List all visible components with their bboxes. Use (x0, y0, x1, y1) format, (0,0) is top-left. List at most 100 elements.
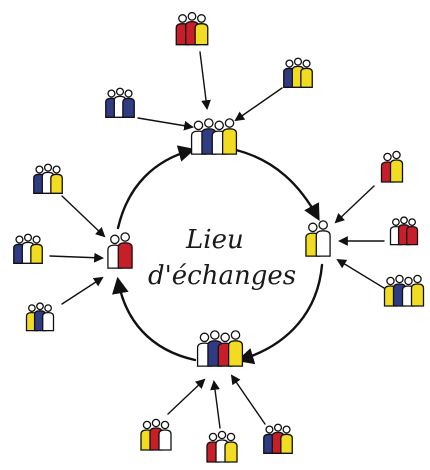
person-head (28, 304, 36, 312)
person-head (43, 163, 53, 172)
person-head (120, 232, 130, 242)
person-head (151, 418, 161, 428)
person-body (315, 230, 331, 257)
spoke-right-3 (336, 258, 385, 289)
satellite-group-top (175, 11, 209, 46)
ring-arc-right-bottom (236, 263, 324, 365)
person-head (392, 218, 400, 226)
hub-group-right (305, 220, 331, 257)
person-body (194, 23, 209, 46)
hub-group-left (107, 232, 133, 269)
person-body (227, 340, 244, 367)
person-head (400, 216, 408, 225)
spoke-top-1 (199, 51, 211, 110)
person-head (408, 218, 416, 226)
person-head (217, 430, 227, 440)
person-body (389, 159, 404, 183)
person-head (52, 165, 61, 174)
person-head (44, 304, 52, 312)
person-head (193, 120, 204, 131)
satellite-group-bottom (206, 430, 238, 463)
person-head (197, 14, 206, 23)
spoke-left-1 (61, 195, 106, 238)
ring-arc-top-right (234, 148, 320, 221)
person-body (300, 67, 313, 88)
person-head (302, 59, 311, 68)
ring-arc-left-top (116, 145, 196, 230)
person-body (410, 283, 425, 307)
satellite-group-left (13, 233, 43, 264)
person-head (395, 274, 404, 284)
satellite-group-left (33, 163, 63, 194)
person-head (273, 423, 283, 432)
person-head (318, 220, 328, 230)
person-head (404, 276, 413, 286)
satellite-group-right (380, 150, 404, 183)
person-body (158, 429, 172, 451)
person-head (187, 11, 197, 21)
satellite-group-right (383, 274, 425, 307)
person-head (383, 152, 392, 162)
person-head (265, 425, 274, 434)
person-head (208, 432, 218, 442)
person-head (214, 120, 224, 131)
person-body (122, 97, 135, 118)
satellite-group-left (25, 302, 55, 332)
person-head (386, 276, 395, 286)
satellite-group-top (105, 87, 135, 118)
spoke-top-3 (234, 87, 283, 122)
person-head (204, 118, 214, 128)
person-head (392, 150, 401, 160)
person-head (115, 87, 125, 96)
person-head (36, 302, 44, 311)
satellite-group-bottom (263, 423, 293, 454)
person-head (199, 332, 210, 343)
center-label: Lieu d'échanges (148, 225, 296, 291)
person-head (107, 89, 116, 98)
person-body (224, 441, 238, 463)
person-body (30, 243, 43, 264)
figure-groups (13, 11, 425, 463)
spoke-right-1 (334, 185, 375, 224)
person-body (50, 173, 63, 194)
person-head (210, 330, 220, 340)
satellite-group-right (389, 216, 419, 246)
spoke-bottom-2 (210, 380, 221, 429)
person-head (282, 425, 291, 434)
person-head (293, 57, 303, 66)
person-head (226, 432, 236, 442)
center-label-line1: Lieu (185, 225, 244, 255)
person-head (230, 330, 241, 340)
person-head (15, 235, 24, 244)
person-head (142, 420, 152, 430)
satellite-group-bottom (140, 418, 172, 451)
ring-arc-bottom-left (112, 276, 197, 362)
hub-group-top (190, 118, 238, 155)
person-body (117, 242, 133, 269)
satellite-group-top (283, 57, 313, 88)
spoke-left-2 (49, 252, 104, 263)
person-body (42, 311, 55, 332)
person-head (220, 332, 230, 343)
person-head (160, 420, 170, 430)
person-head (32, 235, 41, 244)
center-label-line2: d'échanges (148, 261, 296, 291)
person-head (110, 234, 120, 245)
person-body (221, 128, 238, 155)
person-head (224, 118, 235, 128)
person-head (178, 14, 187, 23)
person-body (406, 225, 419, 246)
person-head (124, 89, 133, 98)
hub-group-bottom (196, 330, 244, 367)
central-ring (112, 145, 324, 365)
person-head (308, 222, 318, 233)
spoke-left-3 (61, 276, 104, 305)
spokes (49, 51, 385, 429)
person-head (35, 165, 44, 174)
spoke-bottom-1 (167, 378, 206, 415)
person-head (23, 233, 33, 242)
person-head (413, 274, 422, 284)
spoke-bottom-3 (230, 374, 266, 425)
spoke-top-2 (137, 117, 194, 131)
